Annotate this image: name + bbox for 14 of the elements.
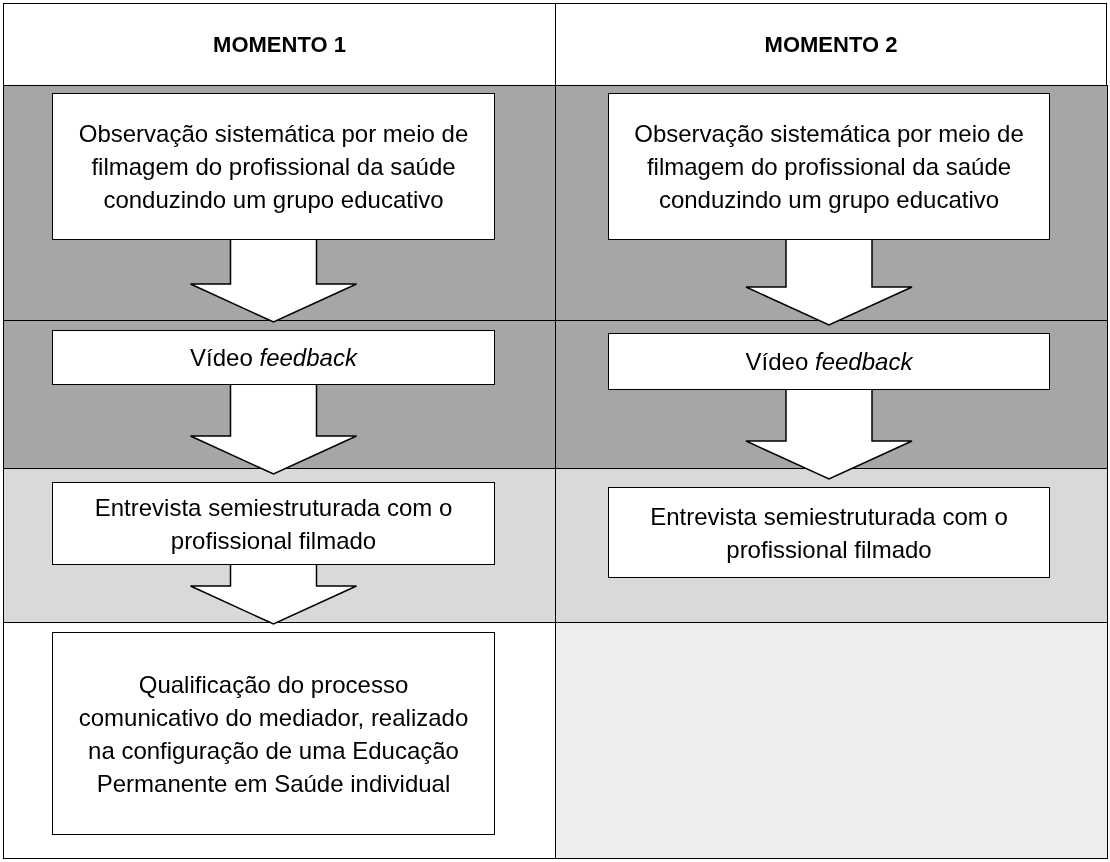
process-box: Observação sistemática por meio de filmagem do profissional da saúde conduzindo um grupo educativo (52, 93, 495, 240)
block-arrow (189, 564, 358, 625)
process-box: Qualificação do processo comunicativo do mediador, realizado na configuração de uma Educação Permanente em Saúde individual (52, 632, 495, 835)
column-header: MOMENTO 1 (3, 3, 556, 86)
column-header: MOMENTO 2 (555, 3, 1107, 86)
process-box: Vídeo feedback (52, 330, 495, 385)
process-box: Vídeo feedback (608, 333, 1050, 390)
process-box: Entrevista semiestruturada com o profissional filmado (608, 487, 1050, 578)
block-arrow (189, 239, 358, 323)
process-box: Entrevista semiestruturada com o profissional filmado (52, 482, 495, 565)
process-box: Observação sistemática por meio de filmagem do profissional da saúde conduzindo um grupo educativo (608, 93, 1050, 240)
block-arrow (745, 389, 913, 480)
block-arrow (745, 239, 913, 326)
block-arrow (189, 384, 358, 475)
